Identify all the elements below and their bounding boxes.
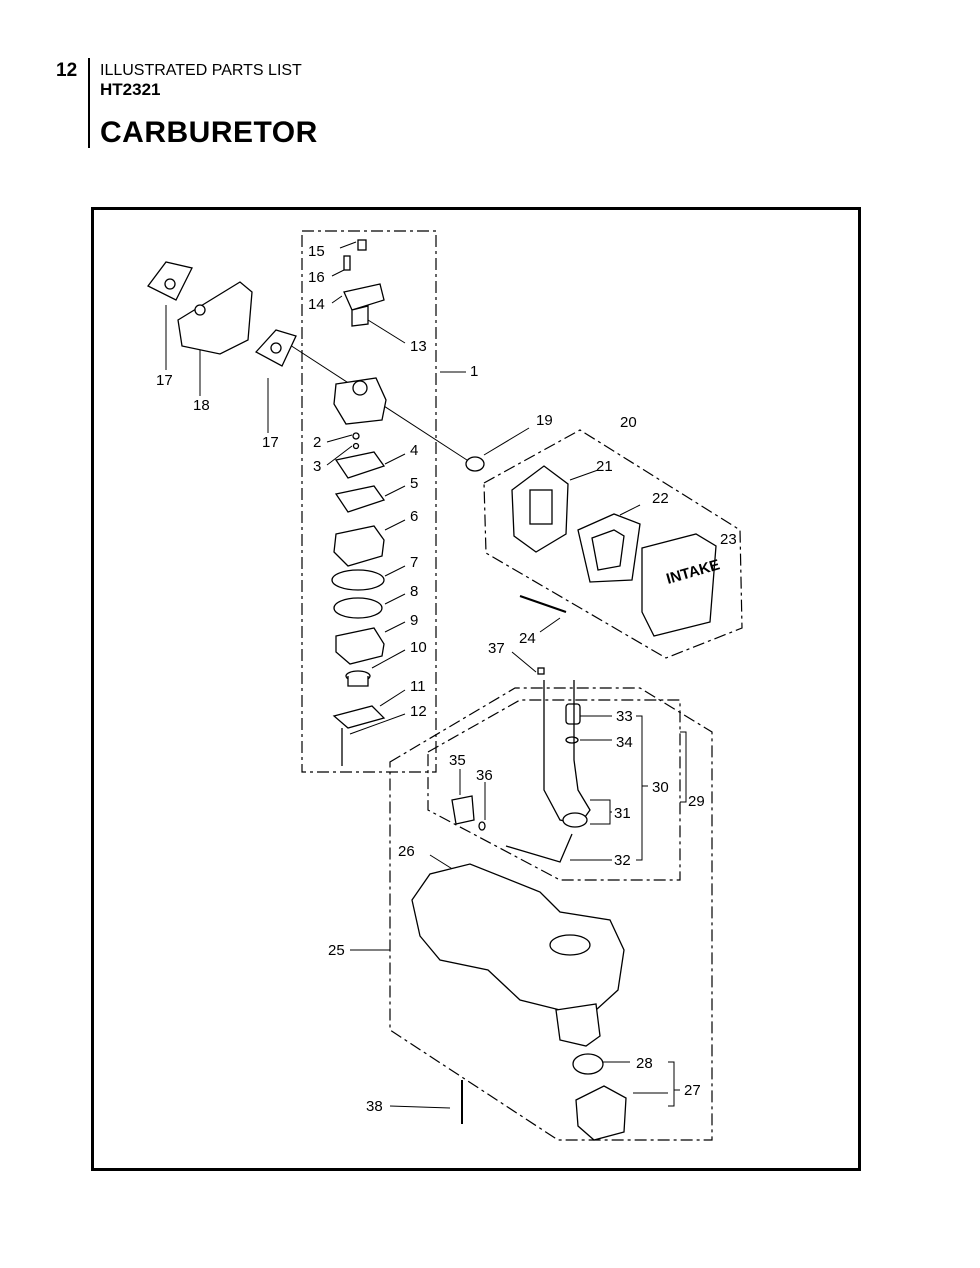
- callout-12: 12: [410, 703, 427, 720]
- part-5-diaphragm: [334, 485, 386, 513]
- carburetor-parts: [331, 239, 387, 766]
- part-19-o-ring: [465, 456, 485, 472]
- page-number: 12: [56, 60, 78, 81]
- mounting-parts: [147, 261, 297, 367]
- part-34-ring: [565, 736, 579, 744]
- page-title: CARBURETOR: [100, 116, 318, 149]
- callout-3: 3: [313, 458, 321, 475]
- callout-20: 20: [620, 414, 637, 431]
- part-33-vent: [565, 703, 581, 725]
- part-32-fuel-line: [505, 833, 573, 863]
- part-11-plate: [332, 705, 386, 729]
- callout-18: 18: [193, 397, 210, 414]
- part-28-gasket: [572, 1053, 604, 1075]
- callout-32: 32: [614, 852, 631, 869]
- callout-28: 28: [636, 1055, 653, 1072]
- part-27-fuel-cap: [575, 1085, 627, 1141]
- callout-11: 11: [410, 678, 426, 695]
- callout-33: 33: [616, 708, 633, 725]
- callout-25: 25: [328, 942, 345, 959]
- part-30-grommet: [562, 812, 588, 828]
- part-8-diaphragm: [333, 597, 383, 619]
- model-number: HT2321: [100, 80, 161, 99]
- callout-15: 15: [308, 243, 325, 260]
- callout-30: 30: [652, 779, 669, 796]
- part-13-throttle-barrel: [351, 305, 369, 327]
- group-outlines: [301, 230, 743, 1141]
- part-15-adjust-screw: [357, 239, 367, 251]
- part-37-grommet: [537, 667, 545, 675]
- part-7-gasket: [331, 569, 385, 591]
- carburetor-body: [333, 377, 387, 425]
- callout-4: 4: [410, 442, 418, 459]
- callout-19: 19: [536, 412, 553, 429]
- callout-16: 16: [308, 269, 325, 286]
- part-18-bracket: [177, 281, 253, 355]
- part-23-filter-cover: [641, 533, 717, 637]
- part-35-fuel-filter: [451, 795, 475, 825]
- part-4-gasket: [334, 451, 386, 479]
- callout-14: 14: [308, 296, 325, 313]
- callout-37: 37: [488, 640, 505, 657]
- callout-6: 6: [410, 508, 418, 525]
- part-13-throttle-lever: [343, 283, 385, 311]
- callout-17-left: 17: [156, 372, 173, 389]
- part-3-spring: [352, 442, 360, 450]
- fuel-system-parts: [411, 680, 627, 1141]
- callout-34: 34: [616, 734, 633, 751]
- section-label: ILLUSTRATED PARTS LIST: [100, 62, 302, 79]
- part-36-clip: [478, 821, 486, 831]
- callout-31: 31: [614, 805, 631, 822]
- callout-10: 10: [410, 639, 427, 656]
- callout-13: 13: [410, 338, 427, 355]
- part-2-needle: [352, 432, 360, 440]
- part-16-screw: [343, 255, 351, 271]
- callout-24: 24: [519, 630, 536, 647]
- callout-38: 38: [366, 1098, 383, 1115]
- callout-35: 35: [449, 752, 466, 769]
- air-filter-parts: [465, 456, 717, 675]
- header-divider: [88, 58, 90, 148]
- callout-29: 29: [688, 793, 705, 810]
- part-10-cup-body: [347, 676, 369, 687]
- part-9-cover: [335, 627, 385, 665]
- callout-8: 8: [410, 583, 418, 600]
- part-31-fuel-lines: [543, 680, 591, 825]
- tank-neck: [555, 1003, 601, 1047]
- callout-27: 27: [684, 1082, 701, 1099]
- callout-22: 22: [652, 490, 669, 507]
- callout-23: 23: [720, 531, 737, 548]
- callout-5: 5: [410, 475, 418, 492]
- part-6-pump-body: [333, 525, 385, 567]
- callout-2: 2: [313, 434, 321, 451]
- callout-21: 21: [596, 458, 613, 475]
- part-26-fuel-tank: [411, 863, 625, 1011]
- callout-labels: 1 2 3 4 5 6 7 8 9 10 11 12 13 14 15 16 1…: [156, 243, 737, 1115]
- callout-7: 7: [410, 554, 418, 571]
- callout-17-right: 17: [262, 434, 279, 451]
- part-24-bolt: [519, 595, 567, 613]
- callout-9: 9: [410, 612, 418, 629]
- diagram-frame: [91, 207, 861, 1171]
- callout-36: 36: [476, 767, 493, 784]
- callout-26: 26: [398, 843, 415, 860]
- callout-1: 1: [470, 363, 478, 380]
